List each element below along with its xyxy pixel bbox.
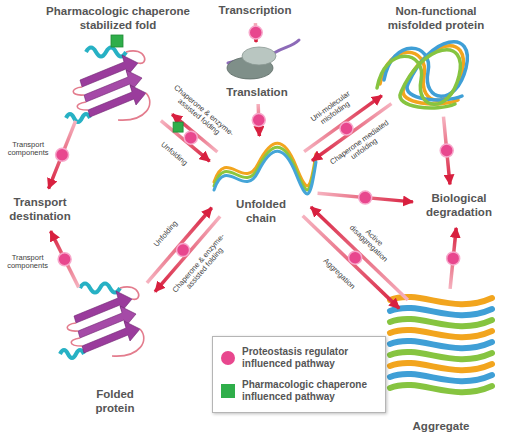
legend-text: Proteostasis regulator influenced pathwa…	[242, 346, 377, 370]
unfolded-chain	[214, 143, 316, 194]
stabilized-protein	[66, 48, 150, 123]
legend-swatch	[221, 351, 235, 365]
stage-node: Biological degradation	[414, 186, 504, 226]
stage-label: Unfolded chain	[230, 198, 292, 226]
edge-label: Chaperone & enzyme-assisted folding	[166, 226, 239, 306]
folded-protein	[60, 284, 144, 359]
edge-label: Transport components	[3, 141, 53, 158]
edge-label: Aggregation	[316, 252, 361, 296]
fibril-sheet	[390, 308, 492, 315]
pathway-dot	[359, 191, 372, 204]
pathway-arrow	[303, 216, 400, 309]
stage-node: Unfolded chain	[205, 138, 317, 228]
legend-swatch	[221, 384, 235, 398]
stage-label: Folded protein	[85, 388, 145, 416]
pathway-arrow	[51, 231, 79, 287]
fibril-sheet	[390, 341, 492, 348]
edge-label: Transport components	[3, 254, 53, 271]
stage-label: Transcription	[219, 4, 292, 18]
pathway-dot	[184, 131, 197, 144]
pathway-dot	[447, 252, 460, 265]
pathway-dot	[252, 114, 265, 127]
chaperone-square	[111, 35, 123, 47]
stage-node: Folded protein	[60, 272, 170, 418]
stage-node: Transport destination	[2, 190, 78, 230]
stage-label: Transport destination	[5, 196, 75, 224]
stage-label: Biological degradation	[418, 192, 500, 220]
stage-node: Aggregate	[382, 290, 500, 436]
legend-text: Pharmacologic chaperone influenced pathw…	[242, 379, 377, 403]
stage-label: Non-functional misfolded protein	[374, 5, 498, 33]
fibril-sheet	[390, 385, 492, 392]
pathway-dot	[58, 253, 71, 266]
fibril-sheet	[390, 330, 492, 337]
pathway-dot	[349, 251, 362, 264]
stage-label: Translation	[226, 86, 287, 100]
stage-node: Non-functional misfolded protein	[368, 3, 504, 115]
fibril-sheet	[390, 319, 492, 326]
tangle-strand	[377, 50, 460, 108]
edge-label: Chaperone & enzyme-assisted folding	[161, 78, 242, 150]
legend-box: Proteostasis regulator influenced pathwa…	[212, 336, 386, 413]
pathway-arrow	[49, 121, 76, 189]
legend-entry: Proteostasis regulator influenced pathwa…	[221, 346, 377, 370]
pathway-arrow	[311, 207, 408, 300]
fibril-sheet	[390, 363, 492, 370]
legend-entry: Pharmacologic chaperone influenced pathw…	[221, 379, 377, 403]
pathway-dot	[56, 148, 69, 161]
edge-label: Chaperone mediated unfolding	[327, 118, 397, 175]
edge-label: Uni-molecular misfolding	[303, 85, 363, 135]
pathway-dot	[177, 244, 190, 257]
pathway-dot	[340, 122, 353, 135]
stage-node: Pharmacologic chaperone stabilized fold	[37, 3, 199, 128]
aggregate-fibril	[390, 297, 492, 392]
fibril-sheet	[390, 374, 492, 381]
chaperone-square	[173, 122, 183, 132]
ribosome-small-subunit	[242, 47, 276, 65]
stage-node: Translation	[212, 44, 302, 102]
chain-strand	[214, 151, 316, 194]
stage-label: Aggregate	[413, 420, 470, 434]
fibril-sheet	[390, 352, 492, 359]
edge-label: Unfolding	[147, 213, 186, 256]
edge-label: Active disaggregation	[345, 215, 398, 267]
stage-label: Pharmacologic chaperone stabilized fold	[39, 5, 197, 33]
edge-label: Unfolding	[152, 134, 196, 172]
stage-node: Transcription	[213, 1, 297, 21]
pathway-dot	[440, 144, 453, 157]
misfolded-tangle	[377, 42, 467, 108]
pathway-dot	[249, 26, 262, 39]
ribosome	[227, 40, 299, 79]
